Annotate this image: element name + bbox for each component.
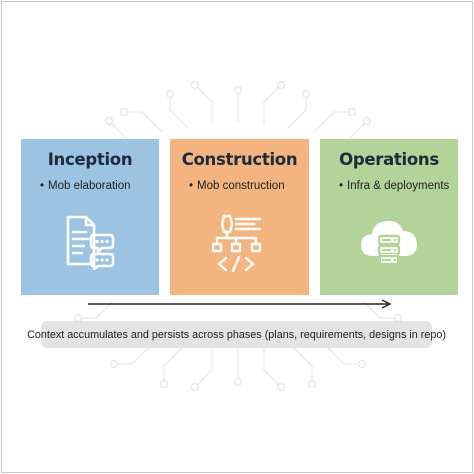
phase-bullet-text: Mob elaboration [48,180,131,192]
cloud-server-icon-svg [361,220,417,266]
phase-title: Construction [181,150,298,169]
bullet-dot: • [189,180,194,192]
flow-code-icon [170,214,309,272]
phase-bullet: •Mob construction [170,179,309,193]
phase-bullet-text: Mob construction [197,180,285,192]
phase-title: Inception [47,150,133,169]
document-chat-icon [21,214,159,270]
timeline-arrow [88,299,392,309]
flow-code-icon-svg [211,214,261,272]
cloud-server-icon [320,214,458,270]
phase-card-operations: Operations •Infra & deployments [320,139,458,295]
context-note-text: Context accumulates and persists across … [27,328,446,341]
phase-title: Operations [339,150,439,169]
phase-card-inception: Inception •Mob elaboration [21,139,159,295]
phase-card-construction: Construction •Mob construction [170,139,309,295]
bullet-dot: • [40,180,45,192]
context-note: Context accumulates and persists across … [27,321,446,348]
phase-bullet: •Infra & deployments [320,179,458,193]
phase-bullet: •Mob elaboration [21,179,159,193]
phase-bullet-text: Infra & deployments [347,180,450,192]
document-chat-icon-svg [66,215,115,270]
bullet-dot: • [339,180,344,192]
